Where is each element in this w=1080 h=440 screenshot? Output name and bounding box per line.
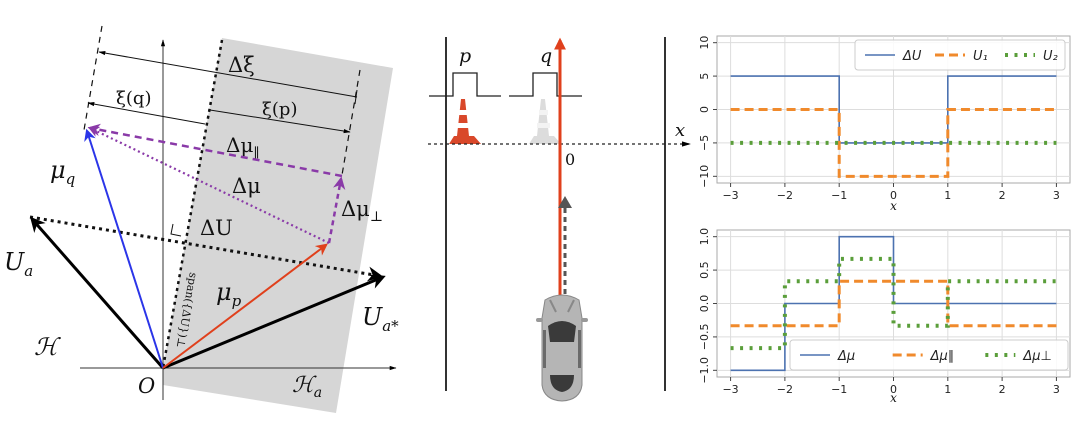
u-a-vector	[30, 216, 165, 369]
delta-mu-vector	[88, 126, 330, 244]
series-line-2	[730, 279, 1057, 328]
x-tick-label: 3	[1053, 189, 1060, 202]
legend-label: U₂	[1043, 49, 1058, 64]
plot-area	[716, 35, 1071, 184]
x-axis-label: x	[890, 199, 897, 213]
legend-label: Δμ∥	[930, 349, 955, 364]
label-zero: 0	[565, 150, 575, 169]
legend-label: ΔU	[902, 49, 922, 64]
delta-xi-tick	[354, 89, 358, 105]
series-line-3	[730, 256, 1057, 351]
label-u-a-star: Ua*	[362, 303, 399, 335]
series-line-1	[730, 75, 1057, 144]
label-delta-mu-par: Δμ∥	[226, 133, 259, 161]
label-h-space: ℋ	[34, 333, 61, 361]
x-tick-label: −3	[722, 189, 738, 202]
half-space-region	[163, 38, 393, 413]
legend-label: U₁	[973, 49, 988, 64]
label-mu-q: μq	[50, 156, 75, 188]
x-tick-label: −1	[831, 383, 847, 396]
y-tick-label: −1.0	[698, 357, 711, 384]
delta-xi-dimension	[98, 51, 358, 98]
series-line-2	[730, 108, 1057, 178]
y-tick-label: 1.0	[698, 228, 711, 246]
x-tick-label: 2	[999, 383, 1006, 396]
label-mu-p: μp	[216, 278, 242, 310]
label-p: p	[459, 45, 471, 67]
y-tick-label: 10	[698, 36, 711, 50]
y-tick-label: 0.5	[698, 261, 711, 279]
y-tick-label: 0	[698, 106, 711, 113]
boundary-q-line	[83, 25, 103, 131]
y-tick-label: 5	[698, 73, 711, 80]
x-tick-label: 2	[999, 189, 1006, 202]
label-q: q	[540, 45, 552, 67]
label-delta-u: ΔU	[200, 216, 233, 240]
x-tick-label: 0	[890, 189, 897, 202]
xi-p-dimension	[209, 109, 351, 134]
label-u-a: Ua	[4, 248, 33, 280]
x-tick-label: −2	[777, 383, 793, 396]
y-tick-label: −5	[698, 135, 711, 151]
car-icon	[536, 294, 588, 402]
label-origin: O	[138, 374, 155, 398]
y-tick-label: −10	[698, 165, 711, 188]
mu-p-vector	[162, 243, 328, 369]
label-xi-p: ξ(p)	[262, 99, 297, 120]
cone-p-icon	[449, 99, 481, 144]
label-delta-mu: Δμ	[232, 174, 261, 198]
x-tick-label: 0	[890, 383, 897, 396]
label-h-a: ℋa	[292, 373, 322, 401]
u-a-star-vector	[162, 274, 386, 370]
legend-label: Δμ⊥	[1022, 349, 1051, 364]
cone-q-icon	[529, 99, 561, 144]
label-delta-xi: Δξ	[228, 53, 255, 77]
pulse-p	[429, 72, 501, 97]
x-tick-label: 3	[1053, 383, 1060, 396]
label-delta-mu-perp: Δμ⊥	[341, 197, 383, 225]
heading-arrow-head	[558, 196, 572, 208]
x-tick-label: −3	[722, 383, 738, 396]
x-tick-label: −1	[831, 189, 847, 202]
y-tick-label: −0.5	[698, 324, 711, 351]
x-axis-label: x	[890, 391, 897, 405]
boundary-p-line	[341, 69, 361, 176]
x-tick-label: 1	[944, 189, 951, 202]
label-x-axis: x	[675, 120, 685, 141]
chart-2: −3 −2 −1 0 1 2 3 −1.0 −0.5 0.0 0.5 1.0 x Δμ Δμ∥ Δμ⊥	[698, 228, 1071, 405]
legend-box	[789, 339, 1069, 371]
y-tick-label: 0.0	[698, 295, 711, 313]
series-line-1	[730, 235, 1057, 372]
vector-diagram: Δξ ξ(q) ξ(p) Δμ∥ Δμ Δμ⊥ ΔU μq μp Ua Ua* …	[4, 25, 399, 413]
delta-mu-perp-vector	[327, 176, 346, 244]
delta-mu-par-vector	[87, 123, 343, 178]
plot-area	[716, 229, 1071, 378]
delta-u-vector	[29, 215, 383, 282]
right-angle-marker	[170, 223, 182, 237]
legend-box	[854, 39, 1066, 71]
pulse-q	[509, 72, 582, 97]
mu-q-vector	[84, 128, 164, 369]
legend-label: Δμ	[837, 349, 855, 364]
x-tick-label: 1	[944, 383, 951, 396]
x-tick-label: −2	[777, 189, 793, 202]
xi-q-dimension	[87, 102, 206, 125]
label-xi-q: ξ(q)	[116, 88, 151, 109]
